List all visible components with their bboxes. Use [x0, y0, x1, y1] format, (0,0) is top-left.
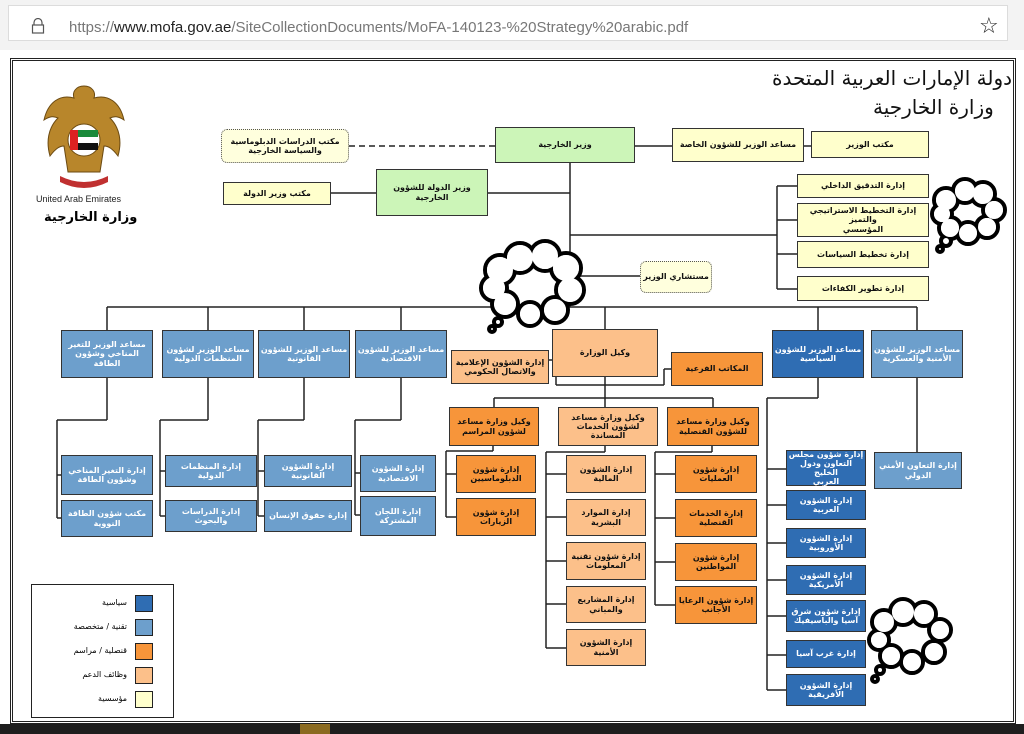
org-box-human-rights-dept: إدارة حقوق الإنسان [264, 500, 352, 532]
org-box-media-dept: إدارة الشؤون الإعلامية والاتصال الحكومي [451, 350, 549, 384]
org-box-gcc-dept: إدارة شؤون مجلس التعاون ودول الخليج العر… [786, 450, 866, 486]
cloud-annotation-icon [867, 597, 953, 684]
org-box-security-affairs-dept: إدارة الشؤون الأمنية [566, 629, 646, 666]
org-box-consular-services: إدارة الخدمات القنصلية [675, 499, 757, 537]
org-box-studies-dept: إدارة الدراسات والبحوث [165, 500, 257, 532]
org-box-operations-dept: إدارة شؤون العمليات [675, 455, 757, 493]
legend-item: سياسية [32, 595, 175, 615]
org-box-asst-intl-orgs: مساعد الوزير لشؤون المنظمات الدولية [162, 330, 254, 378]
legend-item: تقنية / متخصصة [32, 619, 175, 639]
org-box-finance-dept: إدارة الشؤون المالية [566, 455, 646, 493]
org-box-branch-offices: المكاتب الفرعية [671, 352, 763, 386]
org-box-east-asia-dept: إدارة شؤون شرق آسيا والباسيفيك [786, 600, 866, 632]
org-box-asst-economic: مساعد الوزير للشؤون الاقتصادية [355, 330, 447, 378]
org-box-policy-planning: إدارة تخطيط السياسات [797, 241, 929, 268]
org-box-special-affairs-assistant: مساعد الوزير للشؤون الخاصة [672, 128, 804, 162]
org-box-asst-climate: مساعد الوزير للتغير المناخي وشؤون الطاقة [61, 330, 153, 378]
org-box-diplomats-dept: إدارة شؤون الدبلوماسيين [456, 455, 536, 493]
org-box-undersecretary: وكيل الوزارة [552, 329, 658, 377]
org-box-minister-of-state: وزير الدولة للشؤون الخارجية [376, 169, 488, 216]
org-box-climate-dept: إدارة التغير المناخي وشؤون الطاقة [61, 455, 153, 495]
legend-item: قنصلية / مراسم [32, 643, 175, 663]
legend-item: مؤسسية [32, 691, 175, 711]
address-bar[interactable]: https://www.mofa.gov.ae/SiteCollectionDo… [8, 5, 1008, 41]
org-box-strategic-planning: إدارة التخطيط الاستراتيجي والتميز المؤسس… [797, 203, 929, 237]
legend: سياسية تقنية / متخصصة قنصلية / مراسم وظائف … [31, 584, 174, 718]
org-box-visits-dept: إدارة شؤون الزيارات [456, 498, 536, 536]
org-box-hr-dept: إدارة الموارد البشرية [566, 499, 646, 536]
country-title: دولة الإمارات العربية المتحدة [772, 66, 1013, 90]
org-box-africa-dept: إدارة الشؤون الأفريقية [786, 674, 866, 706]
org-box-economic-dept: إدارة الشؤون الاقتصادية [360, 455, 436, 492]
org-box-minister-office: مكتب الوزير [811, 131, 929, 158]
org-box-diplomatic-studies: مكتب الدراسات الدبلوماسية والسياسة الخار… [221, 129, 349, 163]
cloud-annotation-icon [479, 239, 586, 334]
org-box-asst-political: مساعد الوزير للشؤون السياسية [772, 330, 864, 378]
org-box-it-dept: إدارة شؤون تقنية المعلومات [566, 542, 646, 580]
org-box-joint-committees: إدارة اللجان المشتركة [360, 496, 436, 536]
org-box-americas-dept: إدارة الشؤون الأمريكية [786, 565, 866, 595]
org-box-intl-security-coop: إدارة التعاون الأمني الدولي [874, 452, 962, 489]
uae-emblem-icon [43, 85, 125, 188]
org-box-internal-audit: إدارة التدقيق الداخلي [797, 174, 929, 198]
legend-label: قنصلية / مراسم [73, 646, 127, 655]
org-box-usec-support: وكيل وزارة مساعد لشؤون الخدمات المساندة [558, 407, 658, 446]
ministry-title: وزارة الخارجية [873, 95, 994, 119]
url-host: www.mofa.gov.ae [114, 19, 232, 36]
org-box-asst-legal: مساعد الوزير للشؤون القانونية [258, 330, 350, 378]
emblem-caption-en: United Arab Emirates [36, 194, 122, 204]
org-box-asst-security: مساعد الوزير للشؤون الأمنية والعسكرية [871, 330, 963, 378]
org-chart-frame [10, 58, 1016, 724]
taskbar [0, 724, 1024, 734]
url-path: /SiteCollectionDocuments/MoFA-140123-%20… [231, 19, 689, 36]
legend-swatch [135, 595, 153, 612]
org-box-usec-consular: وكيل وزارة مساعد للشؤون القنصلية [667, 407, 759, 446]
url-prefix: https:// [69, 19, 115, 36]
legend-swatch [135, 691, 153, 708]
legend-swatch [135, 619, 153, 636]
org-box-minister-of-state-office: مكتب وزير الدولة [223, 182, 331, 205]
favorite-star-icon[interactable]: ☆ [979, 14, 999, 39]
browser-toolbar: https://www.mofa.gov.ae/SiteCollectionDo… [0, 0, 1024, 50]
org-box-arab-dept: إدارة الشؤون العربية [786, 490, 866, 520]
org-box-europe-dept: إدارة الشؤون الأوروبية [786, 528, 866, 558]
legend-label: تقنية / متخصصة [73, 622, 127, 631]
org-box-legal-dept: إدارة الشؤون القانونية [264, 455, 352, 487]
org-box-citizens-dept: إدارة شؤون المواطنين [675, 543, 757, 581]
org-box-usec-protocol: وكيل وزارة مساعد لشؤون المراسم [449, 407, 539, 446]
legend-swatch [135, 667, 153, 684]
org-box-nuclear-office: مكتب شؤون الطاقة النووية [61, 500, 153, 537]
legend-item: وظائف الدعم [32, 667, 175, 687]
org-box-minister-advisor: مستشاري الوزير [640, 261, 712, 293]
legend-label: وظائف الدعم [82, 670, 127, 679]
url-text[interactable]: https://www.mofa.gov.ae/SiteCollectionDo… [69, 19, 688, 36]
emblem-caption-ar: وزارة الخارجية [44, 210, 138, 225]
org-box-competency-development: إدارة تطوير الكفاءات [797, 276, 929, 301]
org-box-projects-dept: إدارة المشاريع والمباني [566, 586, 646, 623]
lock-icon [31, 18, 45, 34]
org-box-minister: وزير الخارجية [495, 127, 635, 163]
cloud-annotation-icon [930, 177, 1007, 254]
org-box-west-asia-dept: إدارة غرب آسيا [786, 640, 866, 668]
legend-swatch [135, 643, 153, 660]
org-box-intl-orgs-dept: إدارة المنظمات الدولية [165, 455, 257, 487]
legend-label: مؤسسية [98, 694, 127, 703]
legend-label: سياسية [102, 598, 127, 607]
org-box-foreign-nationals: إدارة شؤون الرعايا الأجانب [675, 586, 757, 624]
